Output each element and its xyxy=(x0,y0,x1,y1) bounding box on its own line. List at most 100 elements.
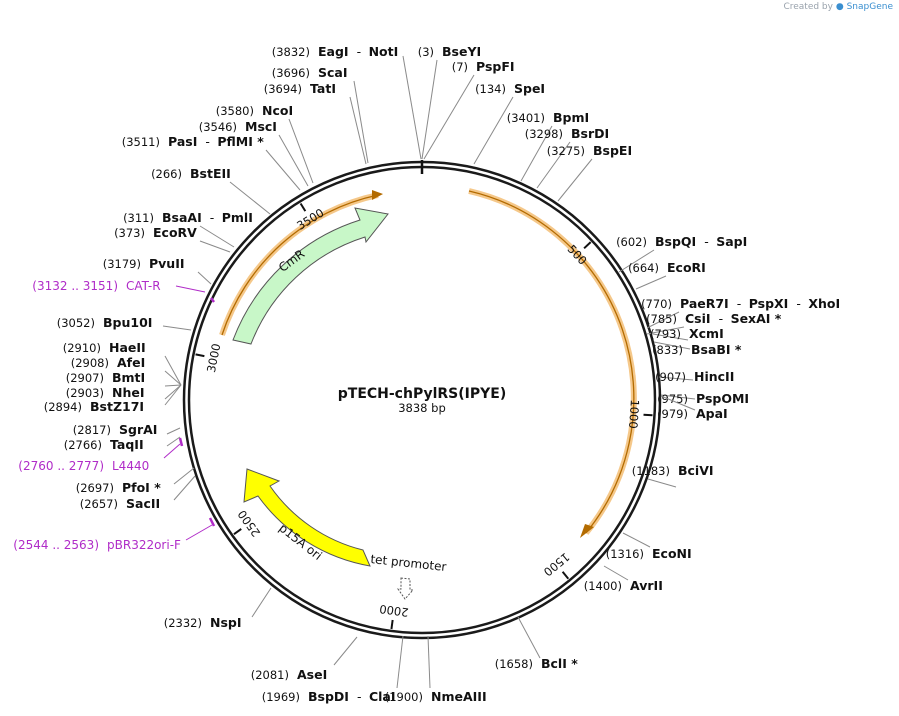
scale-tick-label: 1500 xyxy=(541,550,573,579)
site-enzyme-name: SapI xyxy=(716,234,747,249)
site-enzyme-name: TaqII xyxy=(110,437,144,452)
primer-sites: CAT-R(3132 .. 3151)L4440(2760 .. 2777)pB… xyxy=(13,279,216,552)
scale-tick-1000 xyxy=(643,413,653,417)
restriction-site: (1183) BciVI xyxy=(632,463,714,488)
site-leader-line xyxy=(199,240,231,253)
primer-leader-line xyxy=(185,524,213,541)
restriction-site: (3)BseYI xyxy=(418,44,481,160)
site-enzyme-name: BspEI xyxy=(593,143,632,158)
site-position: (3696) xyxy=(272,66,310,80)
restriction-site: (3546)MscI xyxy=(199,119,309,187)
site-position: (3298) xyxy=(525,127,563,141)
site-position: (1183) xyxy=(632,464,670,478)
site-position: (1400) xyxy=(584,579,622,593)
restriction-site: (664)EcoRI xyxy=(628,260,706,290)
site-position: (373) xyxy=(114,226,145,240)
site-leader-line xyxy=(349,96,367,165)
site-name-separator: - xyxy=(357,44,362,59)
site-position: (1658) xyxy=(495,657,533,671)
orf-arrow-left xyxy=(372,190,383,200)
scale-tick-3000 xyxy=(195,353,205,358)
restriction-site: (770)PaeR7I-PspXI-XhoI xyxy=(641,296,840,329)
restriction-site: (311)BsaAI-PmlI xyxy=(123,210,253,248)
site-position: (266) xyxy=(151,167,182,181)
site-leader-line xyxy=(251,587,272,618)
site-enzyme-name: PflMI * xyxy=(217,134,264,149)
site-leader-line xyxy=(402,55,422,160)
feature-p15a-ori-arrow xyxy=(243,468,371,567)
site-enzyme-name: BspQI xyxy=(655,234,696,249)
scale-tick-1500 xyxy=(561,571,570,580)
site-position: (2817) xyxy=(73,423,111,437)
site-position: (1969) xyxy=(262,690,300,704)
site-leader-line xyxy=(618,249,655,273)
restriction-site: (602)BspQI-SapI xyxy=(616,234,747,273)
primer-mark xyxy=(208,517,216,527)
restriction-site: (3401)BpmI xyxy=(507,110,589,182)
site-enzyme-name: NspI xyxy=(210,615,242,630)
site-enzyme-name: AvrII xyxy=(630,578,663,593)
site-enzyme-name: XhoI xyxy=(808,296,840,311)
primer-leader-line xyxy=(163,443,181,459)
restriction-site: (3298) BsrDI xyxy=(525,126,609,189)
site-position: (2903) xyxy=(66,386,104,400)
restriction-site: (7)PspFI xyxy=(423,59,515,160)
site-leader-line xyxy=(164,370,182,386)
site-position: (2908) xyxy=(71,356,109,370)
restriction-site: (2817)SgrAI xyxy=(73,422,181,437)
site-leader-line xyxy=(162,325,192,331)
site-position: (793) xyxy=(650,327,681,341)
scale-tick-2500 xyxy=(233,528,242,535)
site-leader-line xyxy=(427,635,431,689)
site-enzyme-name: NmeAIII xyxy=(431,689,487,704)
site-leader-line xyxy=(536,141,571,189)
scale-tick-label: 1000 xyxy=(626,399,642,429)
site-position: (979) xyxy=(657,407,688,421)
site-position: (3401) xyxy=(507,111,545,125)
site-position: (2697) xyxy=(76,481,114,495)
restriction-site: (2766)TaqII xyxy=(64,436,181,452)
site-enzyme-name: ScaI xyxy=(318,65,348,80)
restriction-site: (2910) HaeII xyxy=(63,340,182,386)
scale-tick-2000 xyxy=(390,619,394,630)
restriction-site: (2894)BstZ17I xyxy=(44,384,182,414)
restriction-site: (833)BsaBI * xyxy=(652,341,742,357)
site-position: (2910) xyxy=(63,341,101,355)
site-position: (2081) xyxy=(251,668,289,682)
site-enzyme-name: PspFI xyxy=(476,59,515,74)
site-leader-line xyxy=(164,384,182,400)
site-position: (3511) xyxy=(122,135,160,149)
site-enzyme-name: NheI xyxy=(112,385,145,400)
site-enzyme-name: EcoRI xyxy=(667,260,706,275)
site-leader-line xyxy=(288,118,314,184)
site-leader-line xyxy=(164,355,182,386)
site-enzyme-name: BciVI xyxy=(678,463,714,478)
feature-cmr-arrow xyxy=(232,207,389,345)
site-leader-line xyxy=(658,376,694,381)
site-enzyme-name: PaeR7I xyxy=(680,296,729,311)
scale-tick-label: 2500 xyxy=(235,507,263,539)
site-leader-line xyxy=(647,478,677,488)
orf-arrow-right xyxy=(580,524,594,538)
site-enzyme-name: ClaI xyxy=(369,689,396,704)
restriction-site: (3832)EagI-NotI xyxy=(272,44,422,160)
restriction-site: (1316)EcoNI xyxy=(606,532,692,561)
orf-arc-left-core xyxy=(221,194,379,336)
site-enzyme-name: EagI xyxy=(318,44,349,59)
created-by-credit: Created by ● SnapGene xyxy=(783,2,893,12)
site-enzyme-name: EcoRV xyxy=(153,225,197,240)
site-position: (3) xyxy=(418,45,434,59)
site-position: (3832) xyxy=(272,45,310,59)
site-enzyme-name: HaeII xyxy=(109,340,146,355)
site-enzyme-name: BsrDI xyxy=(571,126,609,141)
site-position: (785) xyxy=(646,312,677,326)
site-name-separator: - xyxy=(704,234,709,249)
scale-tick-3500 xyxy=(299,202,307,212)
primer-range: (2544 .. 2563) xyxy=(13,538,99,552)
site-position: (770) xyxy=(641,297,672,311)
restriction-site: (1969)BspDI-ClaI xyxy=(262,635,404,704)
site-position: (833) xyxy=(652,343,683,357)
restriction-site: (3275)BspEI xyxy=(547,143,632,202)
site-enzyme-name: HincII xyxy=(694,369,734,384)
orf-arc-right xyxy=(468,188,637,535)
